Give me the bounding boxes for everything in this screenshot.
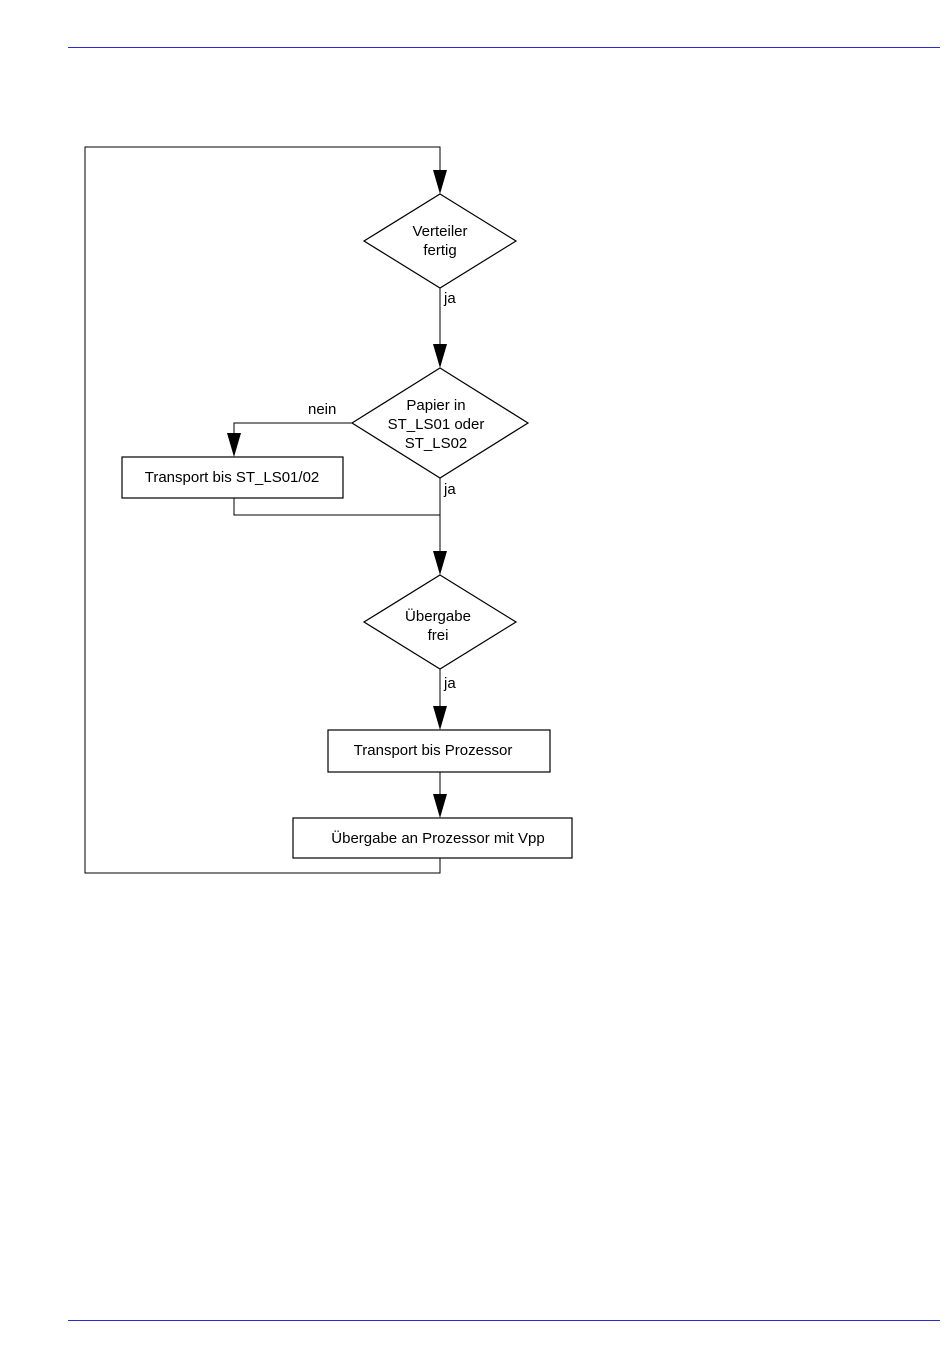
process-transport-bis-st-ls: Transport bis ST_LS01/02 xyxy=(122,457,343,498)
edge-d2-no-p1 xyxy=(234,423,352,433)
process-uebergabe-an-prozessor: Übergabe an Prozessor mit Vpp xyxy=(293,818,572,858)
decision-line: Papier in xyxy=(406,397,465,414)
decision-verteiler-fertig: Verteiler fertig xyxy=(364,194,516,288)
arrowhead-into-d1 xyxy=(433,170,447,194)
edge-label-nein: nein xyxy=(308,401,336,418)
edge-p1-merge xyxy=(234,498,440,515)
edge-label-ja: ja xyxy=(443,675,456,692)
arrowhead-into-p2 xyxy=(433,706,447,730)
arrowhead-into-d2 xyxy=(433,344,447,368)
process-label: Übergabe an Prozessor mit Vpp xyxy=(331,829,544,847)
decision-line: Übergabe xyxy=(405,607,471,625)
decision-line: ST_LS02 xyxy=(405,435,468,452)
edge-label-ja: ja xyxy=(443,290,456,307)
decision-papier-in-st-ls: Papier in ST_LS01 oder ST_LS02 xyxy=(352,368,528,478)
decision-line: Verteiler xyxy=(412,223,467,240)
edge-label-ja: ja xyxy=(443,481,456,498)
decision-uebergabe-frei: Übergabe frei xyxy=(364,575,516,669)
decision-line: frei xyxy=(428,627,449,644)
decision-line: fertig xyxy=(423,242,456,259)
process-transport-bis-prozessor: Transport bis Prozessor xyxy=(328,730,550,772)
arrowhead-into-p1 xyxy=(227,433,241,457)
arrowhead-into-p3 xyxy=(433,794,447,818)
arrowhead-into-d3 xyxy=(433,551,447,575)
process-label: Transport bis ST_LS01/02 xyxy=(145,469,320,486)
decision-line: ST_LS01 oder xyxy=(388,416,485,433)
process-label: Transport bis Prozessor xyxy=(354,742,513,759)
